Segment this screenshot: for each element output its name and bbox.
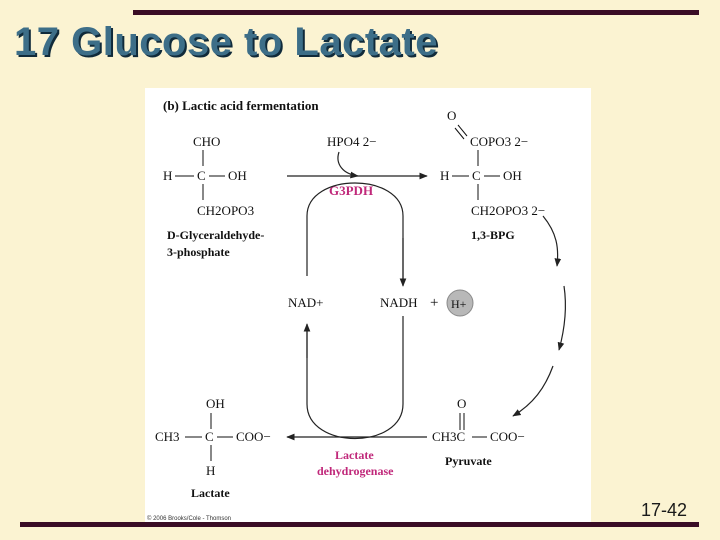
pyruvate-o: O — [457, 396, 466, 411]
fermentation-diagram: (b) Lactic acid fermentation CHO H C OH … — [147, 98, 566, 522]
phosphate-arrow — [337, 151, 359, 179]
bpg-double-bond-b — [454, 127, 465, 140]
ldh-line2: dehydrogenase — [317, 464, 394, 478]
proton-label: H+ — [451, 297, 467, 311]
g3p-bottom: CH2OPO3 — [197, 203, 254, 218]
bpg-path-arrow-2 — [557, 285, 566, 351]
bpg-bottom: CH2OPO3 2− — [471, 203, 545, 218]
phosphate-label: HPO4 2− — [327, 134, 377, 149]
pyruvate-coo: COO− — [490, 429, 525, 444]
nadh-label: NADH — [380, 295, 418, 310]
top-rule — [133, 10, 699, 15]
bpg-oh: OH — [503, 168, 522, 183]
pyruvate-name: Pyruvate — [445, 454, 492, 468]
lactate-coo: COO− — [236, 429, 271, 444]
lactate-h: H — [206, 463, 215, 478]
g3p-h: H — [163, 168, 172, 183]
bpg-path-arrow-1 — [542, 215, 562, 267]
g3p-c: C — [197, 168, 206, 183]
copyright-text: © 2006 Brooks/Cole - Thomson — [147, 515, 231, 522]
bpg-o: O — [447, 108, 456, 123]
nad-label: NAD+ — [288, 295, 324, 310]
lactate-ch3: CH3 — [155, 429, 180, 444]
g3p-top: CHO — [193, 134, 220, 149]
g3p-name-line2: 3-phosphate — [167, 245, 230, 259]
g3p-oh: OH — [228, 168, 247, 183]
ldh-line1: Lactate — [335, 448, 374, 462]
pyruvate-formula: CH3C — [432, 429, 465, 444]
bpg-h: H — [440, 168, 449, 183]
panel-title: (b) Lactic acid fermentation — [163, 98, 319, 113]
diagram-panel: (b) Lactic acid fermentation CHO H C OH … — [145, 88, 591, 523]
lactate-oh: OH — [206, 396, 225, 411]
g3p-name-line1: D-Glyceraldehyde- — [167, 228, 264, 242]
ldh-loop — [306, 316, 404, 440]
g3pdh-loop — [306, 182, 404, 284]
lactate-name: Lactate — [191, 486, 230, 500]
bpg-top-group: COPO3 2− — [470, 134, 528, 149]
plus-sign: + — [430, 295, 438, 311]
bpg-name: 1,3-BPG — [471, 228, 515, 242]
proton-circle — [446, 289, 474, 317]
page-number: 17-42 — [641, 500, 688, 520]
bpg-path-arrow-3 — [512, 365, 554, 417]
bpg-double-bond-a — [457, 124, 468, 137]
lactate-c: C — [205, 429, 214, 444]
enzyme-g3pdh: G3PDH — [329, 183, 373, 198]
bottom-rule — [20, 522, 699, 527]
bpg-c: C — [472, 168, 481, 183]
slide-title: 17 Glucose to Lactate — [14, 20, 438, 64]
